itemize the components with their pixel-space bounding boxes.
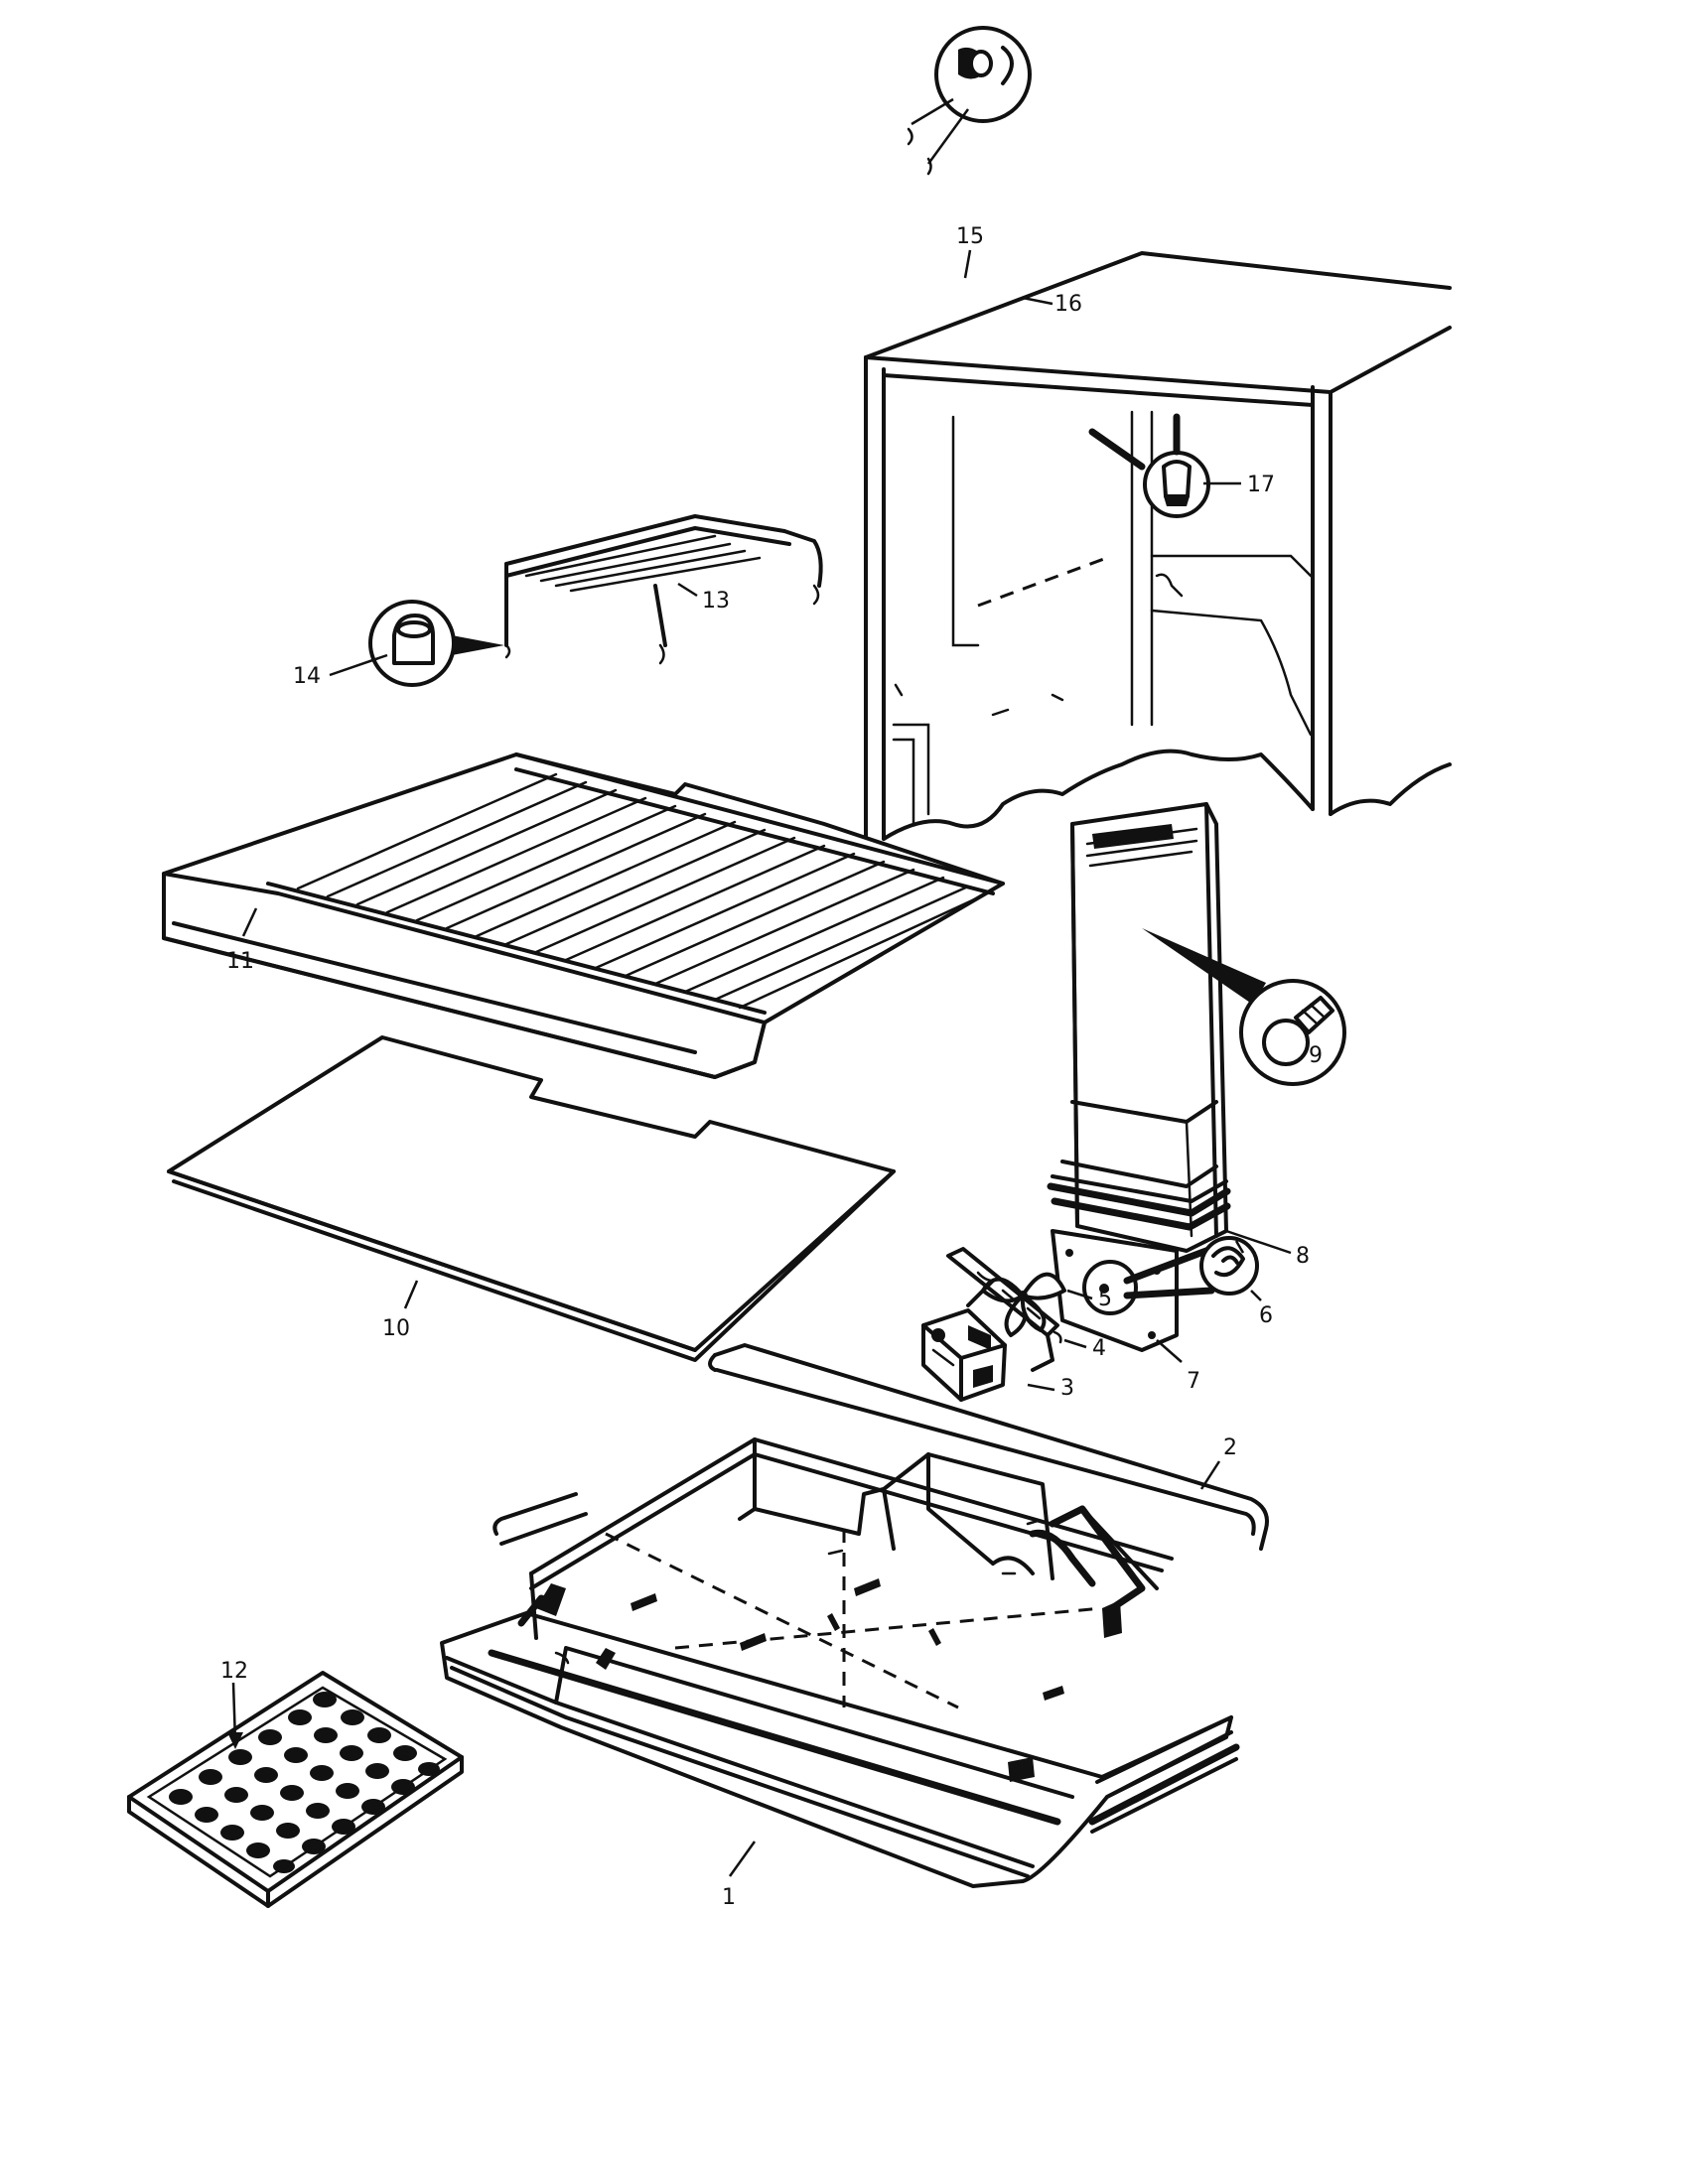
callout-2: 2 — [1223, 1435, 1237, 1460]
callout-leaders — [227, 249, 1262, 1877]
shelf-stud-callout — [368, 600, 511, 687]
callout-5: 5 — [1098, 1287, 1112, 1311]
ice-cube-cells — [169, 1692, 440, 1873]
evaporator-cover-8 — [1047, 802, 1292, 1255]
fan-blade-5 — [981, 1272, 1066, 1337]
callout-11: 11 — [226, 949, 254, 974]
fan-motor-3 — [921, 1308, 1007, 1402]
callout-13: 13 — [702, 589, 730, 614]
callout-16: 16 — [1054, 292, 1082, 317]
callout-1: 1 — [722, 1885, 736, 1910]
freezer-liner-2 — [492, 1343, 1269, 1709]
light-bulb-callout — [1088, 413, 1210, 518]
motor-bracket-4 — [946, 1247, 1062, 1372]
wire-shelf-11 — [162, 752, 1005, 1079]
callout-14: 14 — [293, 664, 321, 689]
refrigerator-cabinet — [864, 251, 1452, 846]
callout-17: 17 — [1247, 473, 1275, 497]
callout-15: 15 — [956, 224, 984, 249]
shelf-bars — [296, 772, 985, 1010]
callout-labels: 1 2 3 4 5 6 7 8 9 10 11 12 13 14 15 16 1… — [220, 224, 1323, 1910]
callout-12: 12 — [220, 1659, 248, 1684]
light-socket-callout — [907, 26, 1032, 176]
freezer-tray-1 — [440, 1583, 1240, 1888]
shelf-guard-13 — [504, 514, 823, 665]
callout-9: 9 — [1309, 1043, 1323, 1068]
grommet-callout-6 — [1199, 1236, 1259, 1296]
callout-10: 10 — [382, 1316, 410, 1341]
callout-4: 4 — [1092, 1336, 1106, 1361]
callout-3: 3 — [1060, 1376, 1074, 1401]
shelf-panel-10 — [167, 1035, 896, 1362]
callout-7: 7 — [1187, 1369, 1200, 1394]
ice-tray-12 — [127, 1671, 464, 1908]
bulb-callout-9 — [1239, 979, 1346, 1086]
callout-8: 8 — [1296, 1244, 1310, 1269]
callout-6: 6 — [1259, 1303, 1273, 1328]
